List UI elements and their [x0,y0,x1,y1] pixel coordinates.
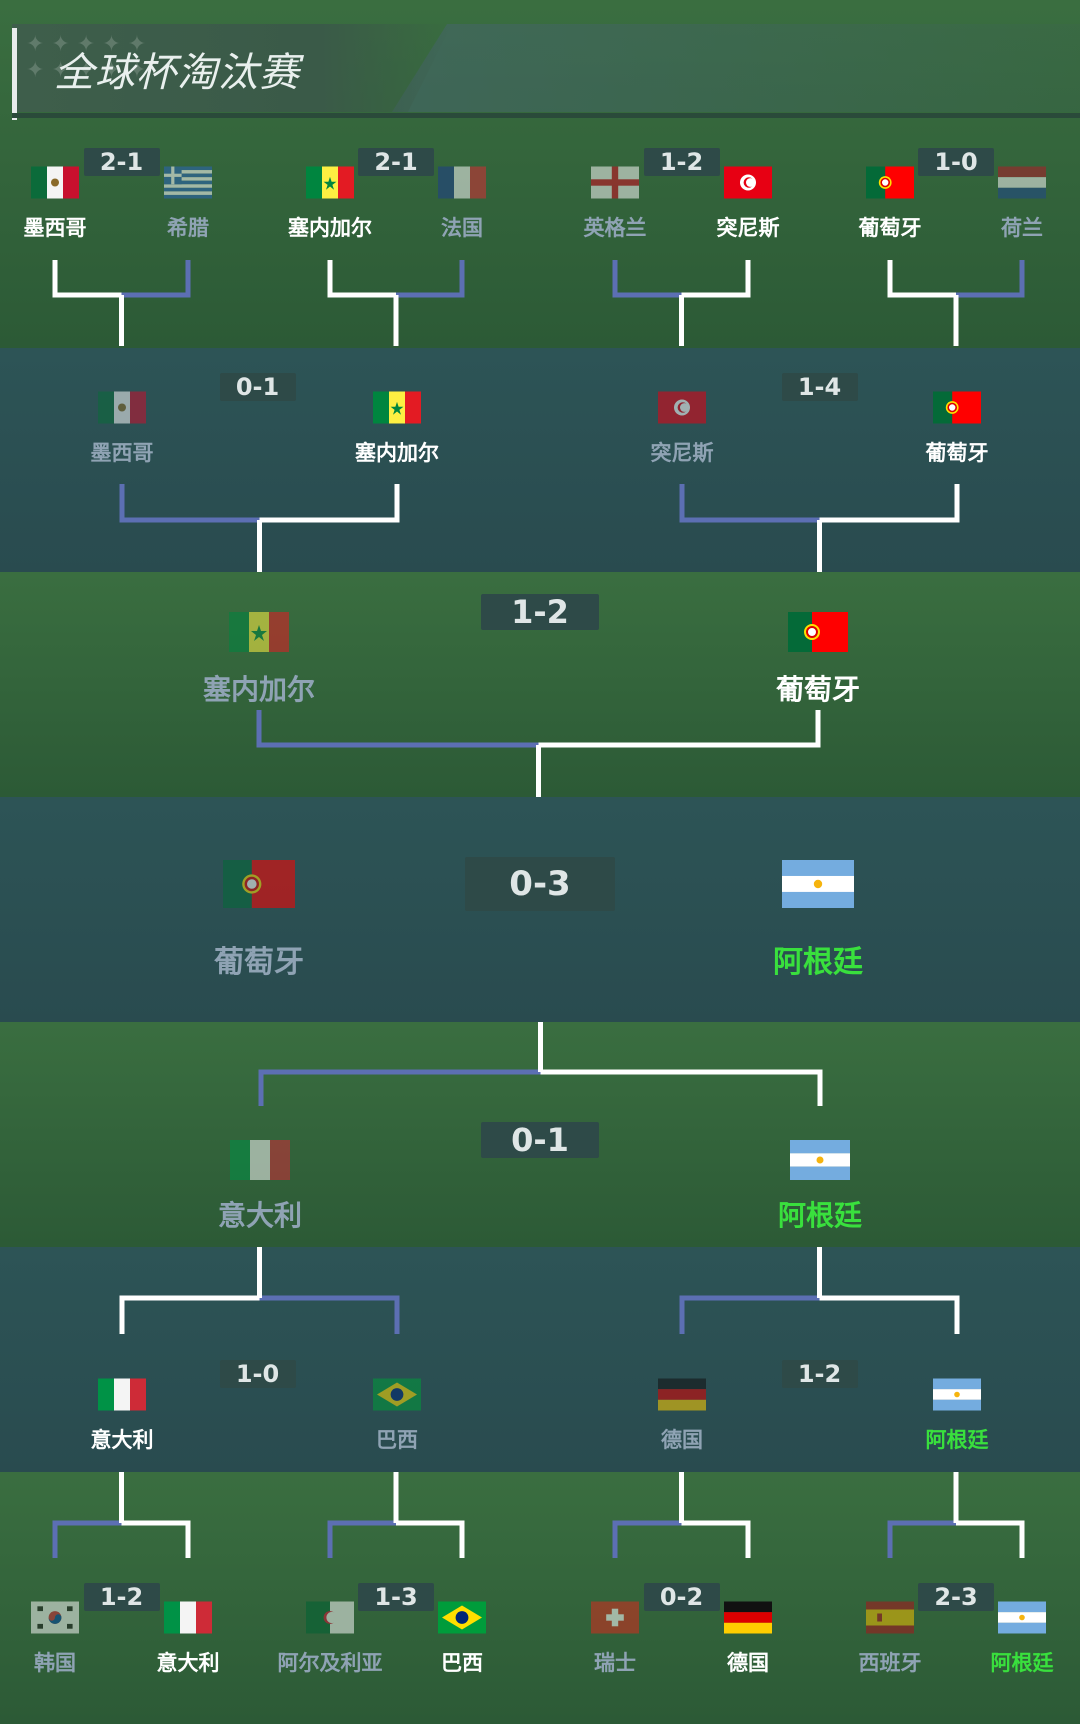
match-score: 1-0 [918,148,994,176]
team-name-right[interactable]: 葡萄牙 [925,441,989,466]
team-name-left[interactable]: 意大利 [217,1198,302,1232]
team-name-right[interactable]: 法国 [441,216,483,241]
italy-flag-icon [98,1378,146,1411]
team-name-right[interactable]: 阿根廷 [925,1428,989,1453]
team-name-right[interactable]: 葡萄牙 [775,672,860,706]
band-quarter-final-top [0,348,1080,572]
brazil-flag-icon [373,1378,421,1411]
argentina-flag-icon [933,1378,981,1411]
match-score: 0-3 [465,857,615,911]
germany-flag-icon [724,1601,772,1634]
match-score: 2-1 [83,148,160,176]
korea-flag-icon [31,1601,79,1634]
team-name-right[interactable]: 荷兰 [1001,216,1043,241]
match-score: 1-4 [781,373,858,401]
team-name-left[interactable]: 塞内加尔 [288,216,372,241]
team-name-left[interactable]: 意大利 [90,1428,154,1453]
team-name-left[interactable]: 墨西哥 [23,216,87,241]
brazil-flag-icon [438,1601,486,1634]
team-name-left[interactable]: 塞内加尔 [202,672,315,706]
mexico-flag-icon [98,391,146,424]
team-name-right[interactable]: 阿根廷 [777,1198,862,1232]
team-name-right[interactable]: 阿根廷 [990,1651,1054,1676]
germany-flag-icon [658,1378,706,1411]
match-score: 1-0 [219,1360,296,1388]
header-backdrop [392,24,1080,112]
team-name-left[interactable]: 德国 [661,1428,703,1453]
team-name-right[interactable]: 巴西 [376,1428,418,1453]
team-name-right[interactable]: 意大利 [156,1651,220,1676]
portugal-flag-icon [866,166,914,199]
match-score: 0-1 [219,373,296,401]
senegal-flag-icon [373,391,421,424]
team-name-left[interactable]: 葡萄牙 [214,944,304,980]
match-score: 1-2 [83,1583,160,1611]
argentina-flag-icon [781,860,855,908]
team-name-right[interactable]: 巴西 [441,1651,483,1676]
team-name-right[interactable]: 塞内加尔 [355,441,439,466]
header-accent-bar [12,28,17,120]
spain-flag-icon [866,1601,914,1634]
senegal-flag-icon [226,612,292,652]
team-name-left[interactable]: 韩国 [34,1651,76,1676]
page-header: ✦ ✦ ✦ ✦ ✦✦ ✦ ✦ ✦ ✦ 全球杯淘汰赛 [12,24,1080,120]
match-score: 1-3 [358,1583,434,1611]
italy-flag-icon [164,1601,212,1634]
argentina-flag-icon [998,1601,1046,1634]
match-score: 1-2 [481,594,599,630]
tunisia-flag-icon [724,166,772,199]
italy-flag-icon [227,1140,293,1180]
team-name-left[interactable]: 英格兰 [583,216,647,241]
header-plate [12,24,452,112]
team-name-right[interactable]: 德国 [727,1651,769,1676]
portugal-flag-icon [933,391,981,424]
netherlands-flag-icon [998,166,1046,199]
senegal-flag-icon [306,166,354,199]
team-name-left[interactable]: 葡萄牙 [858,216,922,241]
portugal-flag-icon [222,860,296,908]
header-star-pattern: ✦ ✦ ✦ ✦ ✦✦ ✦ ✦ ✦ ✦ [26,32,147,83]
greece-flag-icon [164,166,212,199]
header-divider [12,113,1080,118]
team-name-left[interactable]: 瑞士 [594,1651,636,1676]
england-flag-icon [591,166,639,199]
page-title: 全球杯淘汰赛 [54,50,300,96]
match-score: 2-1 [358,148,434,176]
tunisia-flag-icon [658,391,706,424]
band-round-of-16-bottom [0,1472,1080,1724]
team-name-right[interactable]: 希腊 [167,216,209,241]
match-score: 1-2 [781,1360,858,1388]
team-name-right[interactable]: 阿根廷 [773,944,863,980]
team-name-right[interactable]: 突尼斯 [716,216,780,241]
switzerland-flag-icon [591,1601,639,1634]
match-score: 1-2 [643,148,720,176]
france-flag-icon [438,166,486,199]
portugal-flag-icon [785,612,851,652]
algeria-flag-icon [306,1601,354,1634]
band-quarter-final-bottom [0,1247,1080,1472]
team-name-left[interactable]: 西班牙 [858,1651,922,1676]
match-score: 2-3 [918,1583,994,1611]
match-score: 0-1 [481,1122,599,1158]
team-name-left[interactable]: 阿尔及利亚 [277,1651,383,1676]
argentina-flag-icon [787,1140,853,1180]
team-name-left[interactable]: 墨西哥 [90,441,154,466]
team-name-left[interactable]: 突尼斯 [650,441,714,466]
match-score: 0-2 [643,1583,720,1611]
mexico-flag-icon [31,166,79,199]
